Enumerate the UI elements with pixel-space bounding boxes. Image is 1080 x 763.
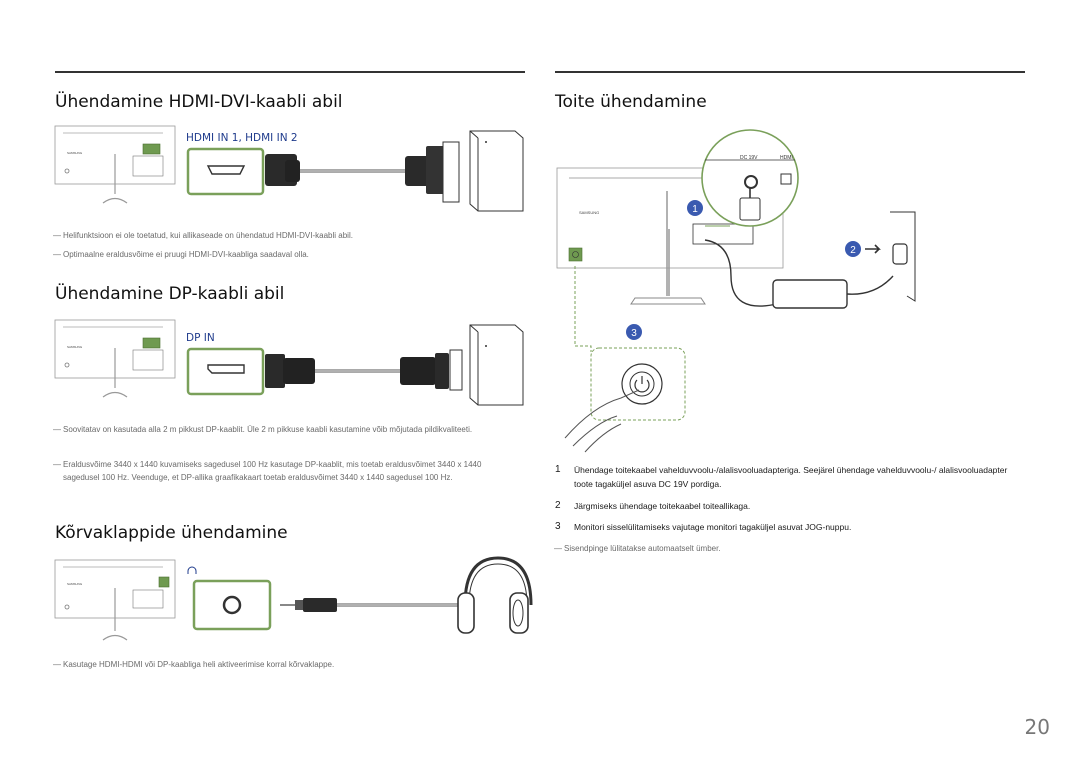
port-highlight [142,337,161,349]
headphones-icon [457,556,533,634]
svg-text:1: 1 [692,204,698,215]
dp-port-label: DP IN [186,332,215,344]
hdmi-port-label: HDMI IN 1, HDMI IN 2 [186,132,298,144]
power-adapter [772,279,848,309]
left-column-rule [55,71,525,73]
headphone-port-icon [187,566,197,574]
page-number: 20 [1024,715,1050,739]
pc-tower-illustration [469,324,524,406]
dc-port-label: DC 19V [740,155,758,161]
callout-3: 3 [626,324,642,340]
section-title-dp: Ühendamine DP-kaabli abil [55,284,285,304]
hdmi-dvi-diagram: SAMSUNG [54,125,524,212]
svg-text:3: 3 [631,328,637,339]
hdmi-dvi-note-2: ―Optimaalne eraldusvõime ei pruugi HDMI-… [53,250,309,259]
headphones-diagram: SAMSUNG [54,556,533,641]
port-highlight [142,143,161,155]
monitor-brand-logo: SAMSUNG [579,210,599,215]
wall-outlet [892,243,908,265]
monitor-back-illustration: SAMSUNG [54,319,176,398]
port-highlight [158,576,170,588]
monitor-brand-logo: SAMSUNG [67,151,83,155]
monitor-back-illustration: SAMSUNG [54,559,176,641]
dp-note-1: ―Soovitatav on kasutada alla 2 m pikkust… [53,425,473,434]
callout-1: 1 [687,200,703,216]
monitor-brand-logo: SAMSUNG [67,345,83,349]
port-zoom-circle [701,129,799,227]
power-diagram: SAMSUNG DC 19V HDMI 1 2 3 [556,129,916,453]
section-title-headphones: Kõrvaklappide ühendamine [55,523,288,543]
dp-diagram: SAMSUNG [54,319,524,406]
right-column-rule [555,71,1025,73]
callout-2: 2 [845,241,861,257]
power-note-1: ―Sisendpinge lülitatakse automaatselt üm… [554,544,721,553]
section-title-power: Toite ühendamine [555,92,707,112]
monitor-brand-logo: SAMSUNG [67,582,83,586]
pc-tower-illustration [469,130,524,212]
jog-button-highlight [568,247,583,262]
hdmi-dvi-note-1: ―Helifunktsioon ei ole toetatud, kui all… [53,231,353,240]
section-title-hdmi-dvi: Ühendamine HDMI-DVI-kaabli abil [55,92,343,112]
svg-text:2: 2 [850,245,856,256]
headphones-note-1: ―Kasutage HDMI-HDMI või DP-kaabliga heli… [53,660,335,669]
dp-note-2: ―Eraldusvõime 3440 x 1440 kuvamiseks sag… [53,460,482,482]
monitor-back-illustration: SAMSUNG [54,125,176,204]
power-icon [634,379,650,393]
hdmi-port-label-small: HDMI [780,155,793,161]
